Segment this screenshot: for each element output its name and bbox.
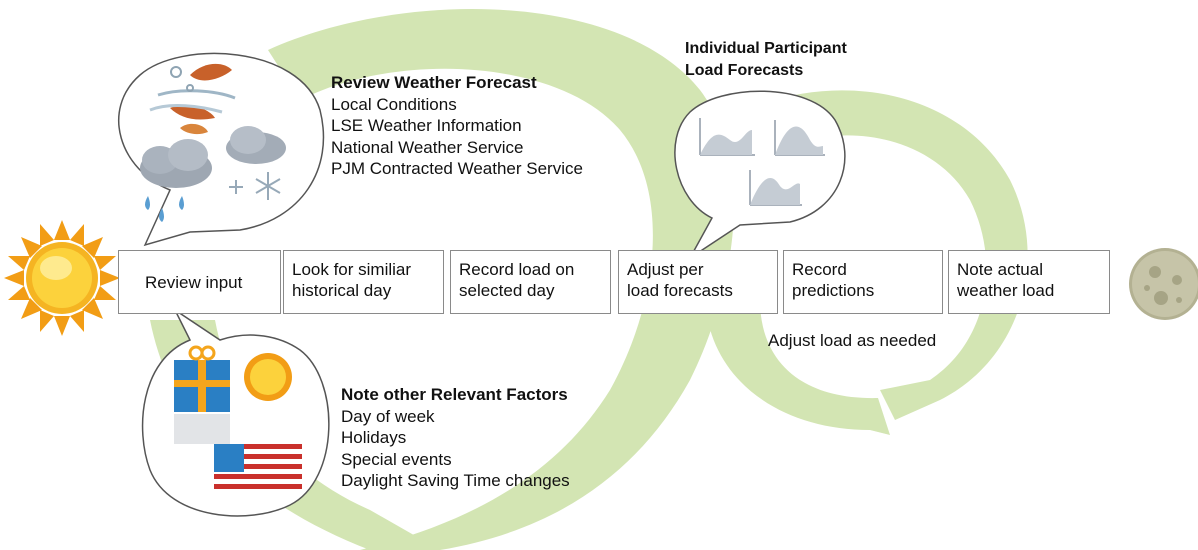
step-record-load: Record load on selected day [450, 250, 611, 314]
participant-forecast-block: Individual Participant Load Forecasts [685, 38, 847, 82]
weather-item: National Weather Service [331, 137, 524, 157]
factors-item: Daylight Saving Time changes [341, 471, 570, 490]
step-label: load forecasts [627, 281, 733, 300]
weather-bubble [117, 52, 325, 247]
factors-item: Holidays [341, 428, 407, 447]
flag-icon [214, 444, 302, 489]
adjust-load-label-block: Adjust load as needed [768, 330, 936, 352]
step-label: Record [792, 260, 847, 279]
relevant-factors-block: Note other Relevant Factors Day of week … [341, 384, 570, 492]
step-label: Look for similiar [292, 260, 412, 279]
factors-item: Special events [341, 449, 452, 469]
factors-bubble [141, 307, 330, 517]
step-review-input: Review input [118, 250, 281, 314]
step-label: weather load [957, 281, 1055, 300]
weather-icon [140, 63, 286, 222]
step-label: predictions [792, 281, 875, 300]
step-adjust-per-load-forecasts: Adjust per load forecasts [618, 250, 778, 314]
weather-forecast-block: Review Weather Forecast Local Conditions… [331, 72, 583, 180]
factors-item: Day of week [341, 406, 435, 426]
gift-icon [174, 345, 230, 444]
moon-icon [1129, 248, 1198, 320]
step-label: Record load on [459, 260, 575, 279]
weather-item: Local Conditions [331, 94, 457, 114]
step-label: Review input [145, 272, 243, 292]
step-note-actual-weather-load: Note actual weather load [948, 250, 1110, 314]
step-label: Adjust per [627, 260, 704, 279]
step-label: historical day [292, 281, 392, 300]
adjust-loop-arrow [705, 90, 1028, 435]
participant-heading: Individual Participant [685, 40, 847, 57]
adjust-load-label: Adjust load as needed [768, 331, 937, 350]
weather-item: LSE Weather Information [331, 116, 522, 135]
participant-bubble [674, 90, 846, 259]
step-look-for-similiar-day: Look for similiar historical day [283, 250, 444, 314]
weather-item: PJM Contracted Weather Service [331, 159, 583, 178]
step-label: selected day [459, 281, 555, 300]
factors-heading: Note other Relevant Factors [341, 385, 568, 404]
step-label: Note actual [957, 260, 1043, 279]
load-curve-icon [699, 118, 825, 206]
step-record-predictions: Record predictions [783, 250, 943, 314]
weather-heading: Review Weather Forecast [331, 73, 537, 92]
sun-icon [4, 220, 120, 336]
participant-heading: Load Forecasts [685, 62, 804, 79]
